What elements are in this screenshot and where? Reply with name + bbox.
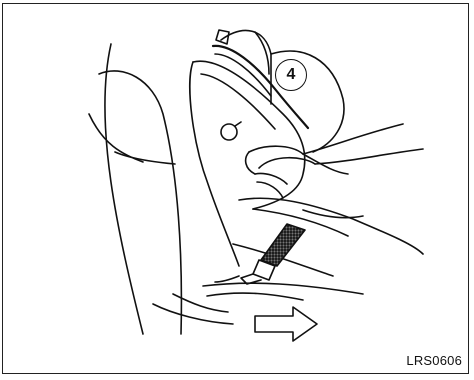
figure-code-label: LRS0606 <box>406 353 462 368</box>
headrest <box>221 31 271 104</box>
vehicle-seat-back-edge <box>105 44 143 334</box>
right-arrow-outline-icon <box>253 304 321 344</box>
child-seat-installation-drawing <box>3 4 469 374</box>
hand <box>249 146 348 174</box>
seat-belt-webbing <box>261 224 305 266</box>
seat-cushion <box>239 198 423 254</box>
step-number-badge: 4 <box>275 59 307 91</box>
vehicle-seat-back <box>99 71 181 334</box>
illustration-frame: 4 LRS0606 <box>2 3 469 374</box>
